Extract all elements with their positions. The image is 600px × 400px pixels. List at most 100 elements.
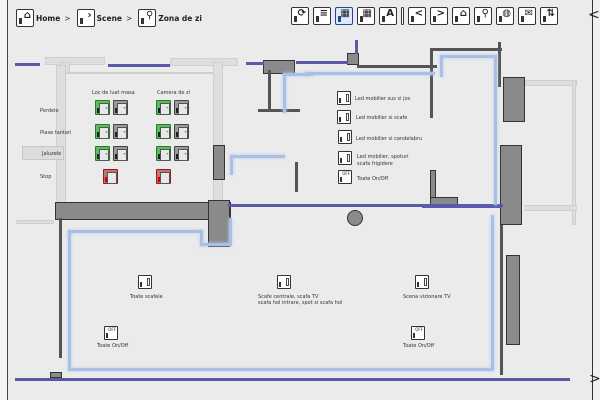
forward-button[interactable]: >	[430, 7, 448, 25]
prev-page-chevron-icon[interactable]: <	[588, 7, 600, 23]
pillar	[347, 210, 363, 226]
all-off-button[interactable]: OFF	[104, 326, 118, 340]
window	[296, 61, 348, 64]
wall	[50, 372, 62, 378]
globe-icon: ◍	[502, 8, 511, 19]
next-page-chevron-icon[interactable]: >	[589, 371, 600, 387]
search-icon: ⚲	[138, 9, 157, 27]
scene-label: Led mobilier si scafe	[356, 115, 408, 121]
blind-down-button[interactable]: ˅	[174, 146, 189, 161]
breadcrumb-scene[interactable]: › Scene	[76, 9, 122, 27]
blind-up-button[interactable]: ˄	[156, 124, 171, 139]
wall	[430, 48, 433, 118]
home-button[interactable]: ⌂	[452, 7, 470, 25]
led-strip	[230, 155, 285, 158]
wall	[295, 162, 298, 192]
wall	[498, 42, 501, 87]
chevron-right-icon: >	[436, 8, 445, 19]
led-strip	[491, 215, 494, 370]
text-button[interactable]: A	[379, 7, 397, 25]
breadcrumb: ⌂ Home > › Scene > ⚲ Zona de zi	[16, 8, 202, 28]
scene-button[interactable]	[277, 275, 291, 289]
led-strip	[200, 243, 230, 246]
scene-button[interactable]	[138, 275, 152, 289]
blind-up-button[interactable]: ˄	[156, 100, 171, 115]
led-strip	[229, 218, 232, 246]
all-off-button[interactable]: OFF	[338, 170, 352, 184]
window	[422, 205, 502, 208]
wall	[500, 225, 503, 375]
blind-up-button[interactable]: ˄	[95, 146, 110, 161]
blind-down-button[interactable]: ˅	[113, 100, 128, 115]
list-icon: ≡	[319, 8, 328, 19]
scene-button[interactable]	[415, 275, 429, 289]
blind-stop-button[interactable]	[103, 169, 118, 184]
led-strip	[283, 73, 313, 76]
blind-down-button[interactable]: ˅	[113, 146, 128, 161]
blind-up-button[interactable]: ˄	[95, 100, 110, 115]
text-a-icon: A	[386, 8, 394, 19]
refresh-icon: ⟳	[297, 8, 306, 19]
scene-button[interactable]	[337, 110, 351, 124]
ghost-wall	[170, 58, 238, 66]
row-label: Stop	[40, 174, 52, 180]
ghost-wall	[572, 80, 576, 225]
chevron-left-icon: <	[414, 8, 423, 19]
scene-button[interactable]	[337, 91, 351, 105]
scene-button[interactable]	[338, 151, 352, 165]
ghost-wall	[213, 62, 223, 212]
blind-down-button[interactable]: ˅	[174, 100, 189, 115]
home-icon: ⌂	[459, 8, 467, 19]
window	[246, 62, 264, 65]
refresh-button[interactable]: ⟳	[291, 7, 309, 25]
scene-label: Led mobilier sus si jos	[355, 96, 411, 102]
led-strip	[230, 155, 233, 175]
off-icon: OFF	[342, 171, 350, 176]
ghost-wall	[525, 205, 577, 211]
floorplan-button[interactable]: ▦	[335, 7, 353, 25]
breadcrumb-home[interactable]: ⌂ Home	[16, 9, 60, 27]
scene-label: Toate On/Off	[357, 176, 389, 182]
chevron-right-icon: ›	[76, 9, 95, 27]
row-label: Perdele	[40, 108, 59, 114]
blind-up-button[interactable]: ˄	[95, 124, 110, 139]
led-strip	[440, 55, 443, 77]
sort-button[interactable]: ⇅	[540, 7, 558, 25]
wall	[213, 145, 225, 180]
ghost-wall	[525, 80, 577, 86]
scene-button[interactable]	[338, 130, 352, 144]
column-header: Camera de zi	[157, 90, 191, 96]
back-button[interactable]: <	[408, 7, 426, 25]
blind-down-button[interactable]: ˅	[113, 124, 128, 139]
toolbar-divider	[401, 7, 404, 25]
breadcrumb-zona-de-zi[interactable]: ⚲ Zona de zi	[138, 9, 202, 27]
off-icon: OFF	[108, 327, 116, 332]
scene-label: Scena vizionare TV	[403, 294, 451, 300]
globe-button[interactable]: ◍	[496, 7, 514, 25]
jaluzele-row-highlight	[22, 146, 64, 160]
blind-up-button[interactable]: ˄	[156, 146, 171, 161]
ghost-wall	[16, 220, 54, 224]
led-strip	[305, 72, 435, 75]
breadcrumb-zona-label: Zona de zi	[158, 13, 202, 23]
led-strip	[440, 55, 497, 58]
mail-button[interactable]: ✉	[518, 7, 536, 25]
wall	[503, 77, 525, 122]
blind-stop-button[interactable]	[156, 169, 171, 184]
right-border	[592, 0, 600, 400]
mail-icon: ✉	[524, 8, 533, 19]
search-button[interactable]: ⚲	[474, 7, 492, 25]
led-strip	[68, 368, 493, 371]
search-icon: ⚲	[481, 8, 489, 19]
blind-down-button[interactable]: ˅	[174, 124, 189, 139]
sort-icon: ⇅	[546, 8, 555, 19]
column-header: Loc de luat masa	[92, 90, 135, 96]
list-button[interactable]: ≡	[313, 7, 331, 25]
all-off-button[interactable]: OFF	[411, 326, 425, 340]
wall	[506, 255, 520, 345]
scene-label: Toate On/Off	[403, 343, 435, 349]
grid-button[interactable]: ▦	[357, 7, 375, 25]
scene-label: Led mobilier si candelabru	[356, 136, 423, 142]
